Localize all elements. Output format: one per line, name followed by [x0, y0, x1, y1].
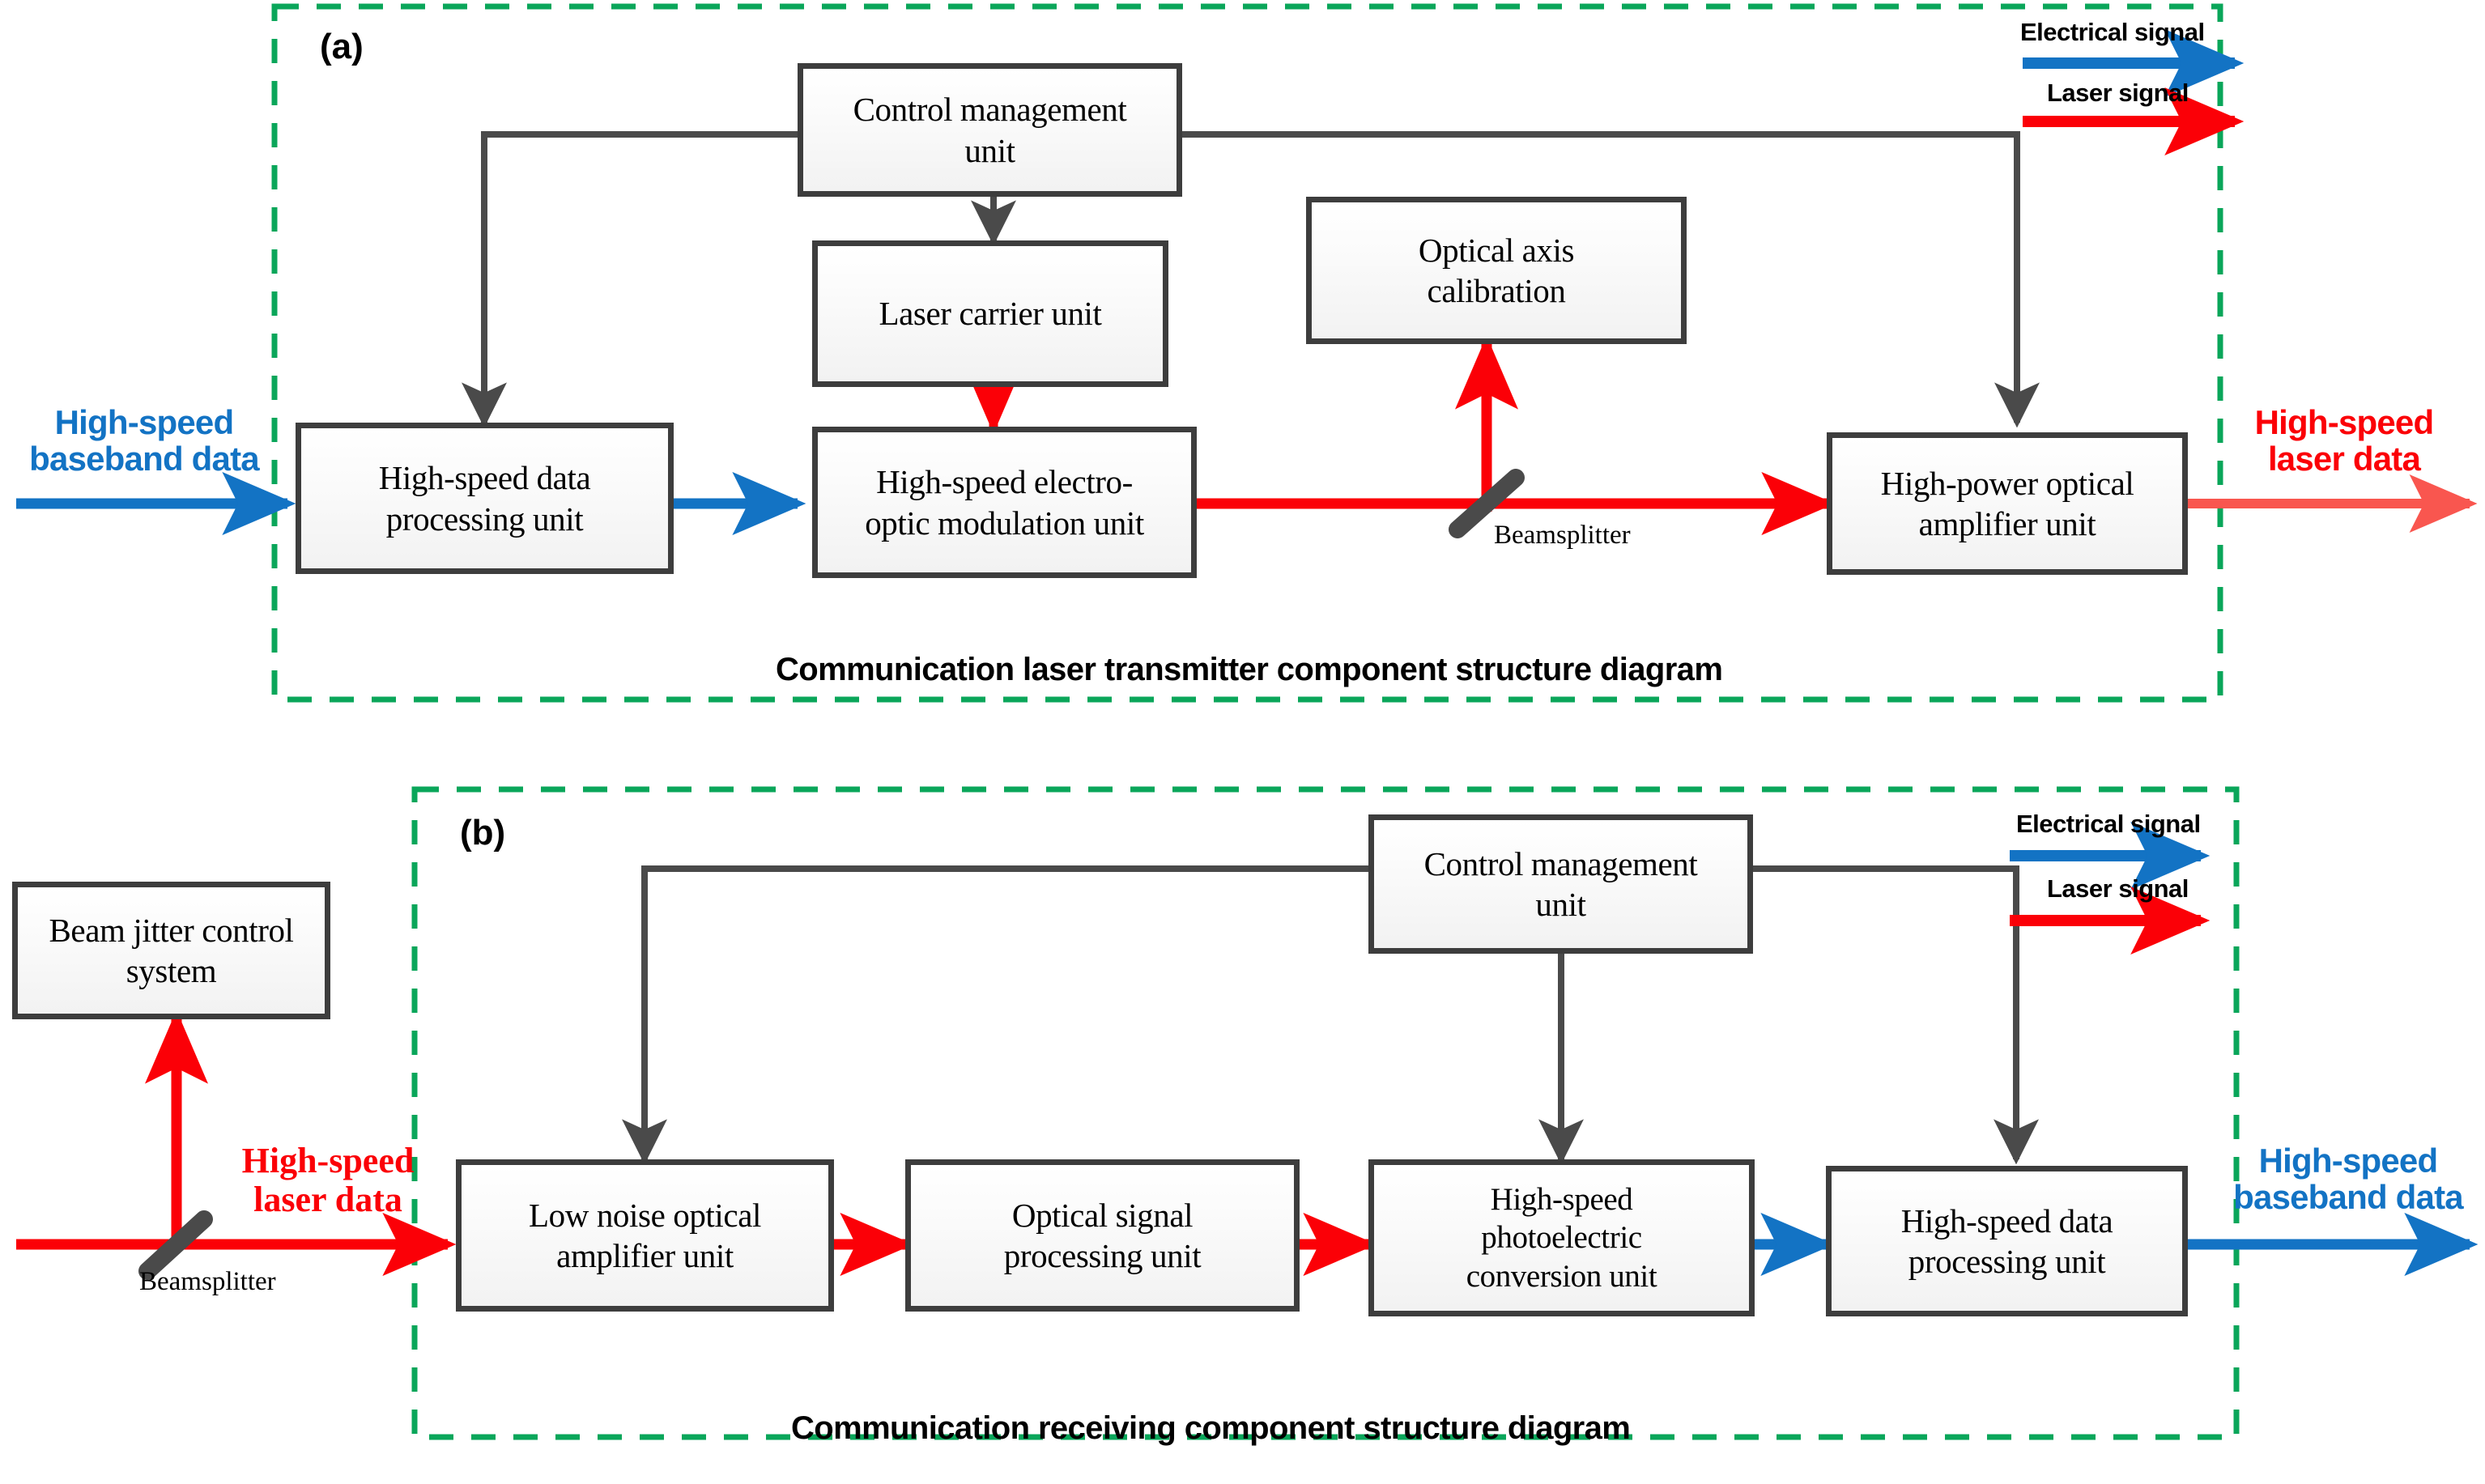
node-high-speed-data-processing-unit-b[interactable]: High-speed data processing unit: [1826, 1166, 2188, 1316]
node-optical-signal-processing-unit[interactable]: Optical signal processing unit: [905, 1159, 1300, 1312]
node-high-speed-photoelectric-conversion-unit[interactable]: High-speed photoelectric conversion unit: [1368, 1159, 1755, 1316]
beamsplitter-a-icon: [1449, 469, 1525, 538]
node-line-2: amplifier unit: [1918, 505, 2096, 542]
legend-b-electrical-label: Electrical signal: [2016, 810, 2201, 838]
node-label: Optical signal processing unit: [988, 1195, 1217, 1276]
node-line-1: Low noise optical: [529, 1196, 761, 1234]
panel-a-output-label: High-speed laser data: [2223, 403, 2466, 478]
node-line-1: High-speed electro-: [876, 463, 1133, 501]
node-line-2: unit: [1535, 886, 1586, 923]
io-line-2: baseband data: [2233, 1177, 2463, 1216]
node-line-2: system: [126, 952, 217, 989]
panel-a-caption: Communication laser transmitter componen…: [776, 652, 1723, 687]
panel-b-tag: (b): [460, 813, 506, 853]
node-low-noise-optical-amplifier-unit[interactable]: Low noise optical amplifier unit: [456, 1159, 834, 1312]
node-laser-carrier-unit[interactable]: Laser carrier unit: [812, 240, 1168, 387]
node-control-management-unit-a[interactable]: Control management unit: [798, 63, 1182, 197]
panel-b-caption: Communication receiving component struct…: [791, 1410, 1631, 1446]
panel-b-input-label: High-speed laser data: [215, 1142, 441, 1218]
node-line-2: calibration: [1427, 272, 1566, 309]
io-line-2: laser data: [253, 1179, 402, 1219]
io-line-1: High-speed: [54, 403, 234, 441]
node-label: Control management unit: [837, 89, 1143, 170]
node-line-2: processing unit: [1003, 1237, 1202, 1274]
node-line-1: Beam jitter control: [49, 911, 294, 949]
panel-b-beamsplitter-label: Beamsplitter: [139, 1267, 276, 1296]
panel-a-input-label: High-speed baseband data: [23, 403, 266, 478]
wire-cmu-to-optical-amplifier: [1182, 131, 2040, 428]
panel-a-beamsplitter-label: Beamsplitter: [1494, 521, 1631, 550]
wire-cmu-b-to-data-processing: [1753, 865, 2039, 1165]
node-line-1: High-speed data: [1900, 1201, 2113, 1240]
legend-a-electrical-label: Electrical signal: [2020, 18, 2205, 46]
io-line-1: High-speed: [2254, 403, 2434, 441]
wire-cmu-b-to-low-noise-amplifier: [622, 865, 1368, 1165]
node-label: High-speed electro- optic modulation uni…: [849, 461, 1160, 542]
node-label: Control management unit: [1408, 844, 1714, 925]
node-high-speed-data-processing-unit-a[interactable]: High-speed data processing unit: [296, 423, 674, 574]
node-line-2: processing unit: [1908, 1243, 2106, 1280]
node-line-1: Control management: [853, 91, 1127, 129]
node-line-1: Optical axis: [1418, 231, 1575, 269]
panel-b-output-label: High-speed baseband data: [2223, 1142, 2474, 1216]
node-line-2: photoelectric: [1481, 1220, 1642, 1256]
node-high-power-optical-amplifier-unit[interactable]: High-power optical amplifier unit: [1827, 432, 2188, 575]
node-label: Low noise optical amplifier unit: [513, 1195, 777, 1276]
node-line-1: High-power optical: [1880, 464, 2134, 502]
node-beam-jitter-control-system[interactable]: Beam jitter control system: [12, 882, 330, 1019]
node-line-2: unit: [964, 131, 1015, 169]
node-label: Optical axis calibration: [1402, 230, 1590, 311]
node-line-1: Control management: [1423, 844, 1698, 882]
io-line-1: High-speed: [2258, 1142, 2438, 1180]
node-line-2: processing unit: [385, 500, 584, 538]
panel-b-border: [411, 786, 2240, 1440]
node-label: High-speed data processing unit: [1885, 1201, 2130, 1282]
wire-cmu-to-data-processing: [462, 131, 798, 428]
node-line-2: optic modulation unit: [865, 504, 1144, 542]
node-label: High-speed photoelectric conversion unit: [1450, 1180, 1674, 1296]
io-line-2: baseband data: [29, 439, 259, 478]
node-control-management-unit-b[interactable]: Control management unit: [1368, 814, 1753, 954]
node-high-speed-electro-optic-modulation-unit[interactable]: High-speed electro- optic modulation uni…: [812, 427, 1197, 578]
node-line-1: Laser carrier unit: [879, 295, 1102, 333]
io-line-1: High-speed: [241, 1141, 415, 1180]
legend-b-laser-label: Laser signal: [2047, 874, 2189, 903]
node-label: High-speed data processing unit: [363, 457, 607, 538]
legend-a-laser-label: Laser signal: [2047, 79, 2189, 107]
beamsplitter-b-icon: [138, 1210, 213, 1280]
node-label: Beam jitter control system: [32, 910, 309, 991]
node-line-1: Optical signal: [1011, 1196, 1194, 1234]
node-label: High-power optical amplifier unit: [1865, 463, 2151, 544]
node-label: Laser carrier unit: [862, 293, 1117, 334]
node-line-3: conversion unit: [1466, 1258, 1657, 1294]
io-line-2: laser data: [2267, 439, 2421, 478]
node-line-1: High-speed data: [378, 459, 591, 497]
node-optical-axis-calibration[interactable]: Optical axis calibration: [1306, 197, 1687, 344]
panel-a-tag: (a): [320, 27, 364, 66]
panel-a-border: [271, 3, 2223, 703]
node-line-1: High-speed: [1490, 1181, 1633, 1217]
node-line-2: amplifier unit: [556, 1237, 734, 1274]
